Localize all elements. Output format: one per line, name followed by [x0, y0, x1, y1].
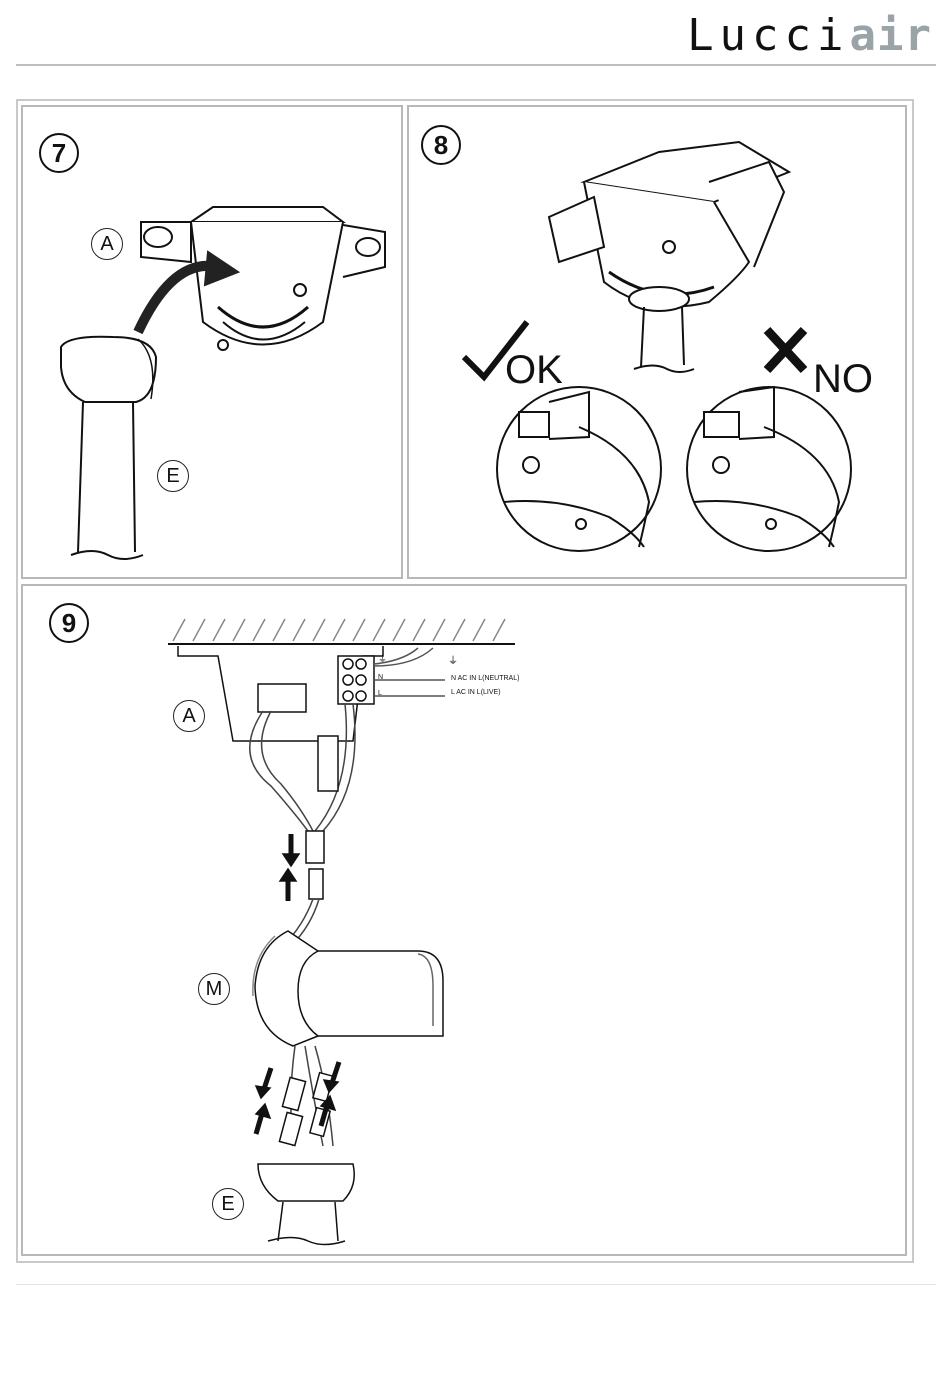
wire-label-neutral: N AC IN L(NEUTRAL) [451, 674, 519, 683]
callout-a: A [91, 228, 123, 260]
brand-name-accent: air [850, 10, 932, 61]
callout-e: E [157, 460, 189, 492]
no-label: NO [813, 357, 873, 401]
ground-symbol-icon: ⏚ [448, 657, 458, 666]
wire-label-live: L AC IN L(LIVE) [451, 688, 501, 697]
terminal-mark-neutral: N [378, 673, 383, 682]
step-8-number: 8 [421, 125, 461, 165]
brand-logo: Lucciair [687, 6, 932, 66]
footer-rule [16, 1284, 936, 1285]
step-7-illustration [23, 107, 403, 579]
step-7-number: 7 [39, 133, 79, 173]
brand-name-main: Lucci [687, 10, 849, 61]
callout-m: M [198, 973, 230, 1005]
step-9-number: 9 [49, 603, 89, 643]
step-8-illustration [409, 107, 907, 579]
terminal-mark-ground: ⏚ [378, 655, 387, 664]
terminal-mark-live: L [378, 689, 382, 698]
step-9-panel: 9 A M E ⏚ N L N AC IN L(NEUTRAL) L AC IN… [21, 584, 907, 1256]
callout-a: A [173, 700, 205, 732]
step-8-panel: 8 OK NO [407, 105, 907, 579]
callout-e: E [212, 1188, 244, 1220]
step-7-panel: 7 A E [21, 105, 403, 579]
header-rule [16, 64, 936, 66]
step-9-wiring-diagram [23, 586, 907, 1256]
ok-label: OK [505, 348, 563, 392]
